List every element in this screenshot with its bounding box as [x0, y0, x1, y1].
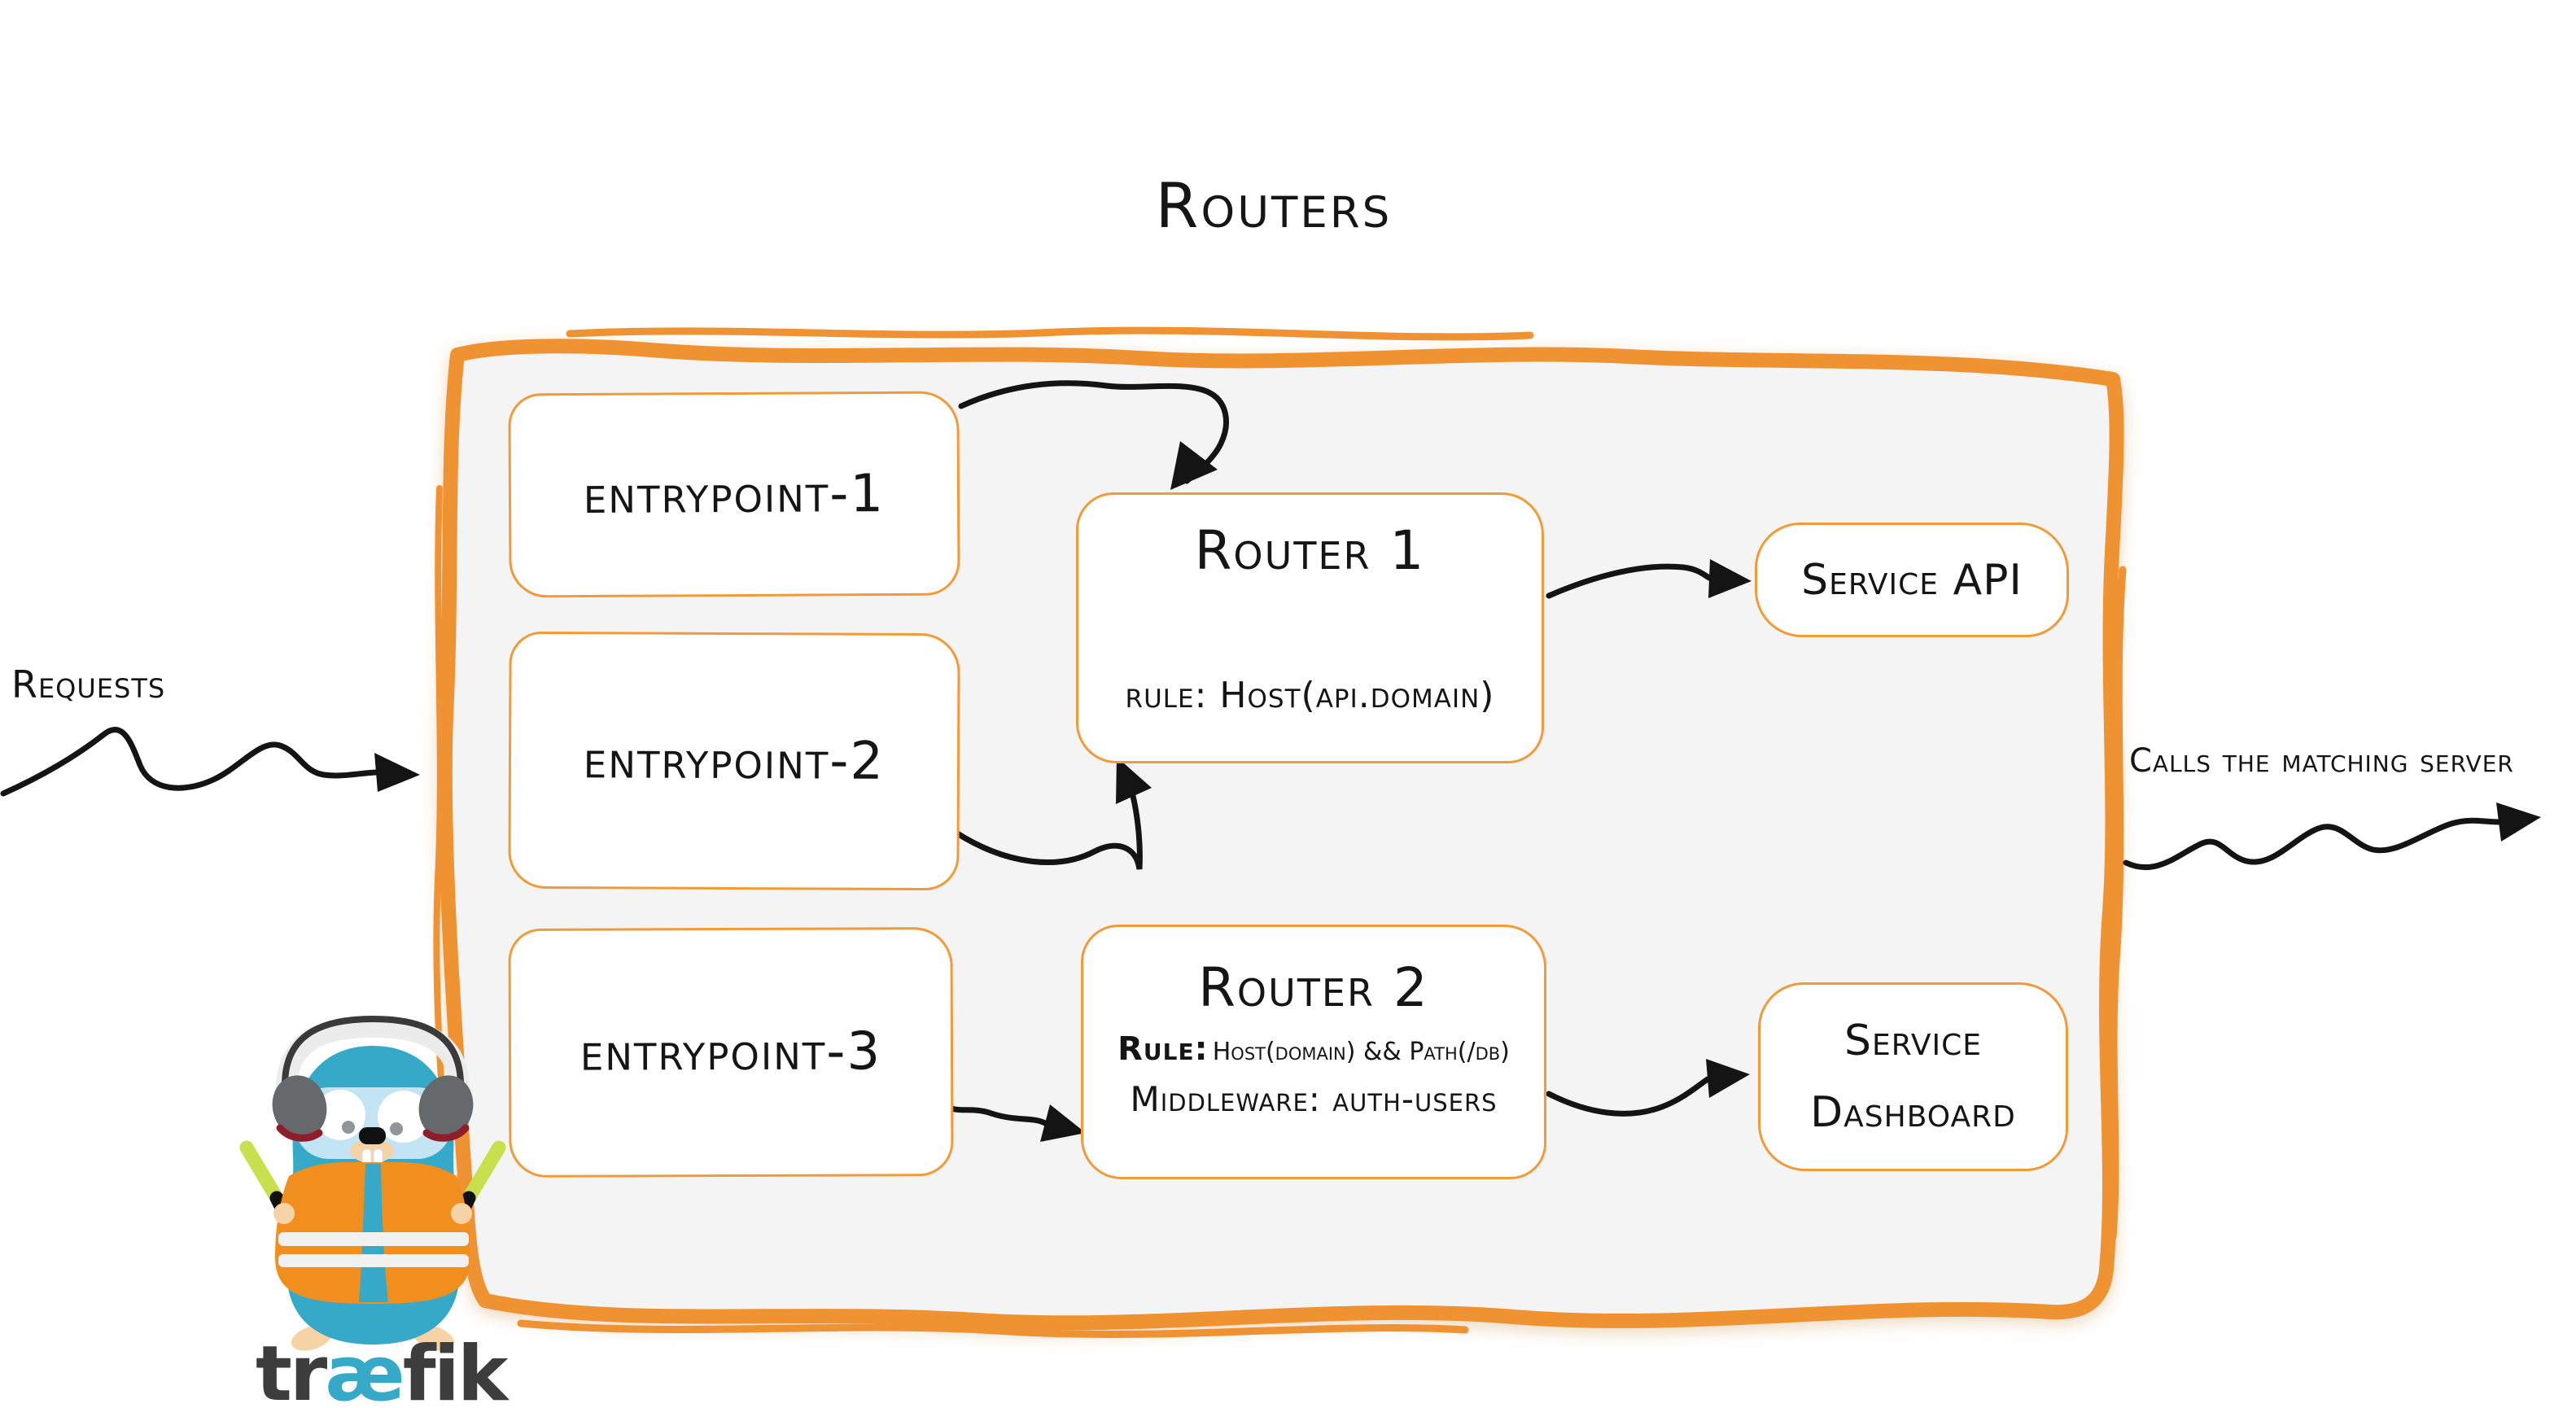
arrow-router2-to-service-dashboard: [1546, 1076, 1711, 1117]
entrypoint-3-label: entrypoint-3: [579, 1021, 882, 1083]
router-2-rule-value: Host(domain) && Path(/db): [1212, 1037, 1510, 1066]
page-title: Routers: [1155, 169, 1393, 242]
gopher-nose: [359, 1127, 386, 1144]
headphones-band-outline: [281, 1015, 465, 1091]
vest-stripe-bottom: [278, 1254, 469, 1267]
arrow-ep1-to-router1: [958, 380, 1229, 484]
arrow-router1-to-service-api: [1546, 563, 1712, 599]
arrow-ep2-to-router1: [951, 776, 1143, 870]
entrypoint-2-node: entrypoint-2: [508, 631, 960, 891]
router-2-node: Router 2 Rule: Host(domain) && Path(/db)…: [1081, 925, 1546, 1179]
ep3-arrowhead: [1040, 1104, 1086, 1142]
wordmark-fik: fik: [402, 1330, 509, 1408]
calls-server-label: Calls the matching server: [2129, 742, 2514, 780]
service-api-node: Service API: [1755, 523, 2069, 637]
headphone-cup-left-rim: [276, 1124, 323, 1142]
glow-stick-right: [461, 1140, 506, 1205]
entrypoint-2-label: entrypoint-2: [583, 730, 886, 792]
service-api-arrowhead: [1708, 559, 1752, 598]
gopher-hand-right: [451, 1203, 472, 1224]
panel-brush-accent-right: [2109, 566, 2127, 1241]
router-2-rule-label: Rule:: [1117, 1030, 1209, 1068]
ep1-arrowhead: [1170, 441, 1218, 490]
service-api-label: Service API: [1801, 555, 2023, 605]
arrowheads: [374, 441, 2541, 1142]
router-2-middleware: Middleware: auth-users: [1130, 1078, 1498, 1119]
panel-brush-accent-bottom: [517, 1319, 1469, 1338]
headphones-band-icon: [275, 1016, 470, 1095]
requests-arrowhead: [374, 753, 420, 792]
requests-label: Requests: [11, 662, 166, 706]
router-1-rule: rule: Host(api.domain): [1125, 675, 1495, 716]
router-1-node: Router 1 rule: Host(api.domain): [1076, 492, 1544, 763]
entrypoint-3-node: entrypoint-3: [508, 927, 954, 1178]
router-2-title: Router 2: [1198, 955, 1429, 1019]
glow-stick-left: [239, 1140, 284, 1205]
service-dashboard-arrowhead: [1706, 1059, 1750, 1098]
traefik-wordmark: træfik: [256, 1330, 509, 1408]
entrypoint-1-label: entrypoint-1: [583, 463, 886, 526]
router-1-title: Router 1: [1194, 519, 1426, 582]
requests-arrow: [0, 727, 379, 797]
panel-brush-accent-top: [566, 326, 1534, 341]
headphone-cup-right-rim: [422, 1124, 470, 1142]
gopher-pupil-left: [342, 1121, 355, 1134]
service-dashboard-label-line1: Service: [1844, 1017, 1982, 1065]
gopher-hand-left: [273, 1203, 295, 1224]
headphone-cup-right: [418, 1075, 474, 1139]
headphone-cup-left: [272, 1075, 327, 1139]
calls-arrowhead: [2496, 802, 2541, 842]
ep2-arrowhead: [1116, 757, 1152, 804]
wordmark-ae-ligature: æ: [325, 1330, 405, 1408]
router-2-rule: Rule: Host(domain) && Path(/db): [1117, 1030, 1510, 1068]
calls-arrow: [2123, 817, 2502, 870]
gopher-pupil-right: [390, 1122, 403, 1135]
service-dashboard-node: Service Dashboard: [1758, 982, 2068, 1171]
traefik-gopher-mascot: [239, 1015, 506, 1351]
vest-stripe-top: [278, 1232, 469, 1246]
entrypoint-1-node: entrypoint-1: [508, 391, 960, 598]
service-dashboard-label-line2: Dashboard: [1810, 1088, 2016, 1137]
wordmark-tr: tr: [256, 1330, 327, 1408]
